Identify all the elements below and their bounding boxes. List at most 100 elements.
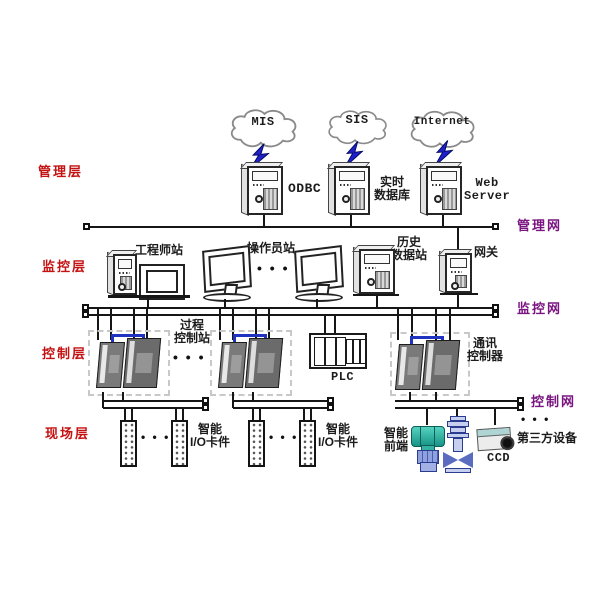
- connector: [147, 298, 149, 308]
- third-party-devices-label: 第三方设备: [517, 431, 578, 445]
- server-web: [418, 162, 462, 217]
- bus-terminator: [82, 304, 89, 311]
- ellipsis-dots: • • •: [173, 349, 206, 365]
- process-control-station-box-2: [210, 330, 292, 396]
- connector: [457, 295, 459, 308]
- bus-terminator: [83, 223, 90, 230]
- network-label-control: 控制网: [531, 394, 577, 409]
- connector: [133, 308, 135, 340]
- connector: [255, 308, 257, 340]
- connector: [435, 308, 437, 340]
- connector: [303, 408, 305, 420]
- network-label-management: 管理网: [517, 218, 563, 233]
- server-realtime-db-label: 实时 数据库: [374, 175, 411, 203]
- server-odbc: [239, 162, 283, 217]
- connector: [131, 408, 133, 420]
- redundant-controller-pair: [95, 334, 162, 390]
- io-card: [299, 420, 316, 467]
- layer-label-field: 现场层: [45, 426, 91, 441]
- connector: [409, 392, 411, 401]
- server-odbc-label: ODBC: [288, 181, 322, 196]
- bus-terminator: [492, 223, 499, 230]
- connector: [411, 308, 413, 340]
- connector: [259, 408, 261, 420]
- bus-terminator: [517, 397, 524, 404]
- io-card: [248, 420, 265, 467]
- connector: [219, 308, 221, 340]
- operator-station-1: [201, 245, 257, 302]
- field-bus-1a: [103, 400, 204, 402]
- engineer-station-tower: [105, 250, 138, 297]
- redundant-controller-pair: [394, 336, 461, 392]
- ellipsis-dots: • • •: [521, 412, 551, 426]
- connector: [268, 308, 270, 340]
- connector: [426, 409, 428, 425]
- network-label-supervision: 监控网: [517, 301, 563, 316]
- connector: [397, 308, 399, 340]
- io-cards-label-2: 智能 I/O卡件: [318, 422, 359, 450]
- bus-management-network: [88, 226, 497, 228]
- cloud-sis: SIS: [324, 103, 390, 151]
- connector: [252, 392, 254, 401]
- connector: [457, 228, 459, 253]
- connector: [494, 409, 496, 425]
- bus-terminator: [517, 404, 524, 411]
- gateway-label: 网关: [474, 245, 499, 259]
- ellipsis-dots: • • •: [141, 430, 171, 444]
- connector: [334, 315, 336, 333]
- connector: [324, 315, 326, 333]
- operator-station-2: [293, 245, 349, 302]
- io-cards-label-1: 智能 I/O卡件: [190, 422, 231, 450]
- gateway-tower: [437, 249, 473, 295]
- connector: [146, 308, 148, 340]
- connector: [449, 308, 451, 340]
- connector: [350, 215, 352, 227]
- connector: [175, 408, 177, 420]
- ccd-camera: [476, 424, 515, 452]
- bus-terminator: [492, 311, 499, 318]
- bus-supervision-network-1: [88, 307, 497, 309]
- field-bus-2a: [233, 400, 330, 402]
- bus-control-network-2: [395, 407, 523, 409]
- layer-label-management: 管理层: [38, 164, 84, 179]
- plc-label: PLC: [331, 370, 355, 384]
- connector: [122, 392, 124, 401]
- field-bus-2b: [233, 407, 330, 409]
- connector: [442, 215, 444, 227]
- layer-label-supervision: 监控层: [42, 259, 88, 274]
- layer-label-control: 控制层: [42, 346, 88, 361]
- station-base: [440, 293, 478, 295]
- connector: [224, 299, 226, 308]
- cloud-sis-label: SIS: [345, 113, 369, 127]
- engineer-station-label: 工程师站: [135, 243, 184, 257]
- io-card: [120, 420, 137, 467]
- connector: [310, 408, 312, 420]
- connector: [435, 392, 437, 401]
- station-base: [353, 294, 399, 296]
- comm-controller-label: 通讯 控制器: [467, 336, 504, 364]
- connector: [182, 408, 184, 420]
- connector: [232, 308, 234, 340]
- connector: [252, 408, 254, 420]
- engineer-station-monitor: [139, 264, 185, 300]
- comm-controller-box: [390, 332, 470, 396]
- server-realtime-db: [326, 162, 370, 217]
- connector: [456, 409, 458, 417]
- cloud-icon: [328, 110, 387, 145]
- bus-terminator: [202, 397, 209, 404]
- connector: [124, 408, 126, 420]
- smart-transmitter: [411, 424, 445, 472]
- smart-frontend-label: 智能 前端: [384, 426, 409, 454]
- io-card: [171, 420, 188, 467]
- cloud-mis-label: MIS: [251, 115, 275, 129]
- bus-terminator: [327, 404, 334, 411]
- bus-terminator: [327, 397, 334, 404]
- cloud-icon: [230, 109, 297, 148]
- ellipsis-dots: • • •: [269, 430, 299, 444]
- cloud-internet-label: Internet: [413, 116, 471, 128]
- station-base: [108, 295, 190, 298]
- ellipsis-dots: • • •: [257, 260, 290, 276]
- process-control-station-box-1: [88, 330, 170, 396]
- redundant-controller-pair: [217, 334, 284, 390]
